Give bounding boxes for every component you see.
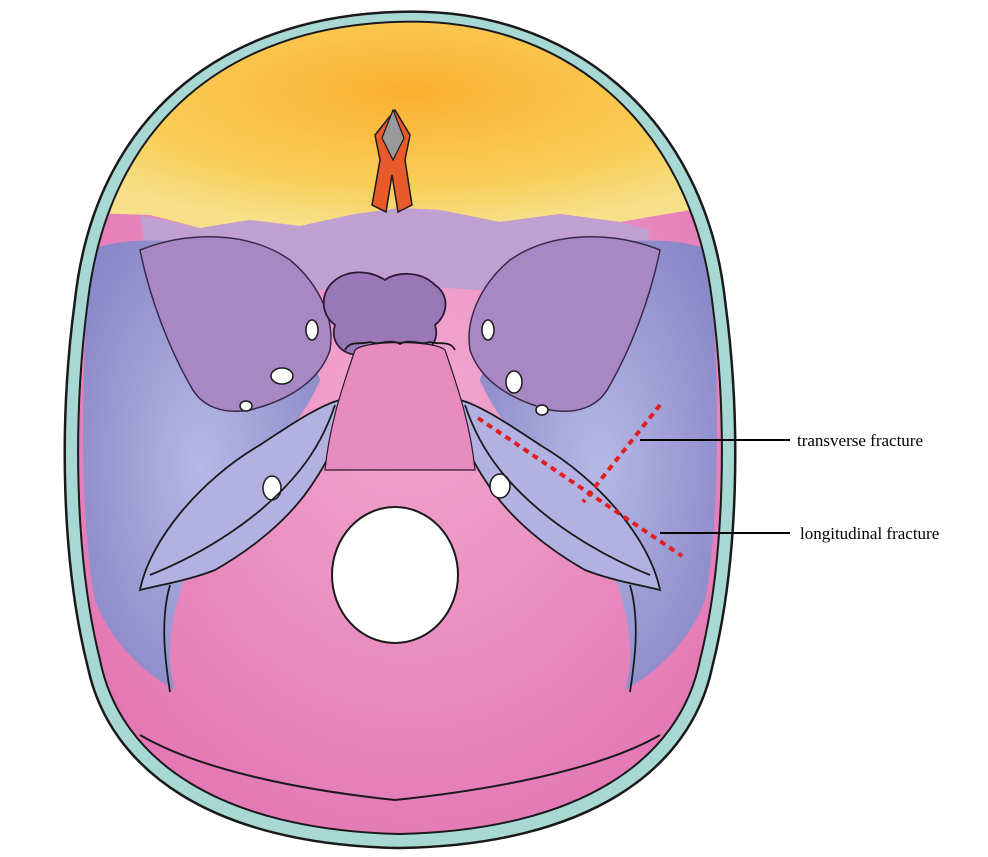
foramina — [239, 319, 549, 501]
sphenoid-right — [468, 236, 661, 412]
longitudinal-fracture-label: longitudinal fracture — [800, 524, 939, 543]
transverse-fracture-line — [581, 403, 662, 504]
crista-galli-tip — [381, 108, 405, 162]
skull-inner-table — [77, 20, 723, 836]
longitudinal-fracture-line — [476, 416, 684, 558]
occipital-outline — [139, 734, 661, 802]
suture-lines — [149, 340, 651, 693]
foramen-magnum — [331, 506, 459, 644]
transverse-fracture-label: transverse fracture — [797, 431, 923, 450]
skull-interior — [78, 21, 722, 834]
sella-turcica — [322, 271, 447, 356]
